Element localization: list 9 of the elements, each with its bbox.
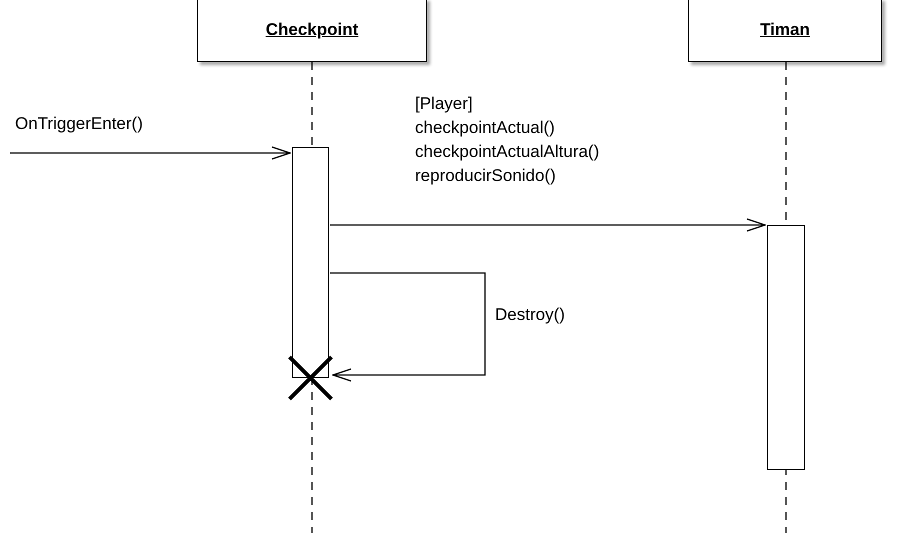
message-arrow (10, 146, 291, 160)
message-arrow (330, 218, 766, 232)
participant-name: Checkpoint (266, 20, 358, 40)
activation-bar (767, 225, 805, 470)
participant-name: Timan (760, 20, 810, 40)
lifeline-header-box (197, 0, 427, 62)
activation-bar (292, 147, 329, 378)
self-message-arrow (330, 272, 486, 382)
lifeline-header-box (688, 0, 882, 62)
